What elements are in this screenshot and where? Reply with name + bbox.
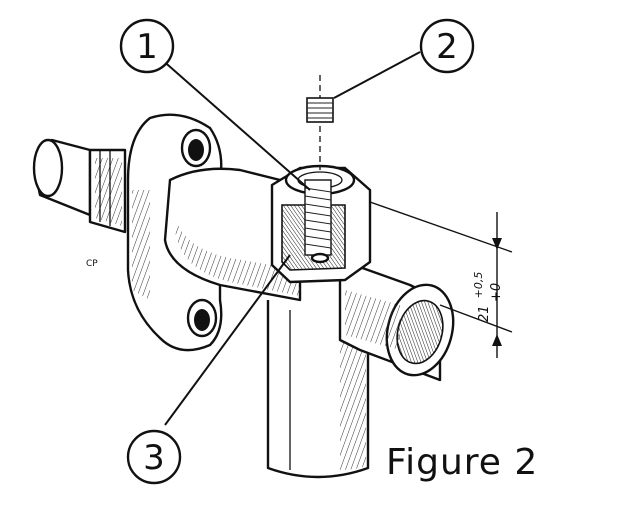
dimension-upper-tolerance: +0,5 [472, 272, 485, 299]
callout-1: 1 [119, 18, 175, 74]
leader-2 [333, 51, 421, 99]
dimension-nominal: 21 [477, 305, 492, 322]
svg-text:21 +0,5: 21 +0,5 [472, 272, 492, 322]
callout-2-label: 2 [436, 27, 458, 67]
callout-2: 2 [419, 18, 475, 74]
part-mark-label: CP [86, 259, 98, 269]
left-nozzle [32, 138, 127, 234]
main-tube [163, 167, 302, 302]
vertical-pipe [266, 300, 370, 479]
figure-caption: Figure 2 [386, 442, 538, 483]
leader-3 [164, 254, 291, 426]
grub-screw [306, 75, 334, 170]
hex-boss [270, 164, 372, 284]
callout-3-label: 3 [143, 438, 165, 478]
leader-1 [159, 57, 311, 191]
right-outlet [338, 258, 455, 382]
dimension-annotation: 21 +0,5 +0 [369, 201, 513, 358]
callout-3: 3 [126, 429, 182, 485]
dimension-lower-tolerance: +0 [489, 283, 504, 302]
callout-1-label: 1 [136, 27, 158, 67]
